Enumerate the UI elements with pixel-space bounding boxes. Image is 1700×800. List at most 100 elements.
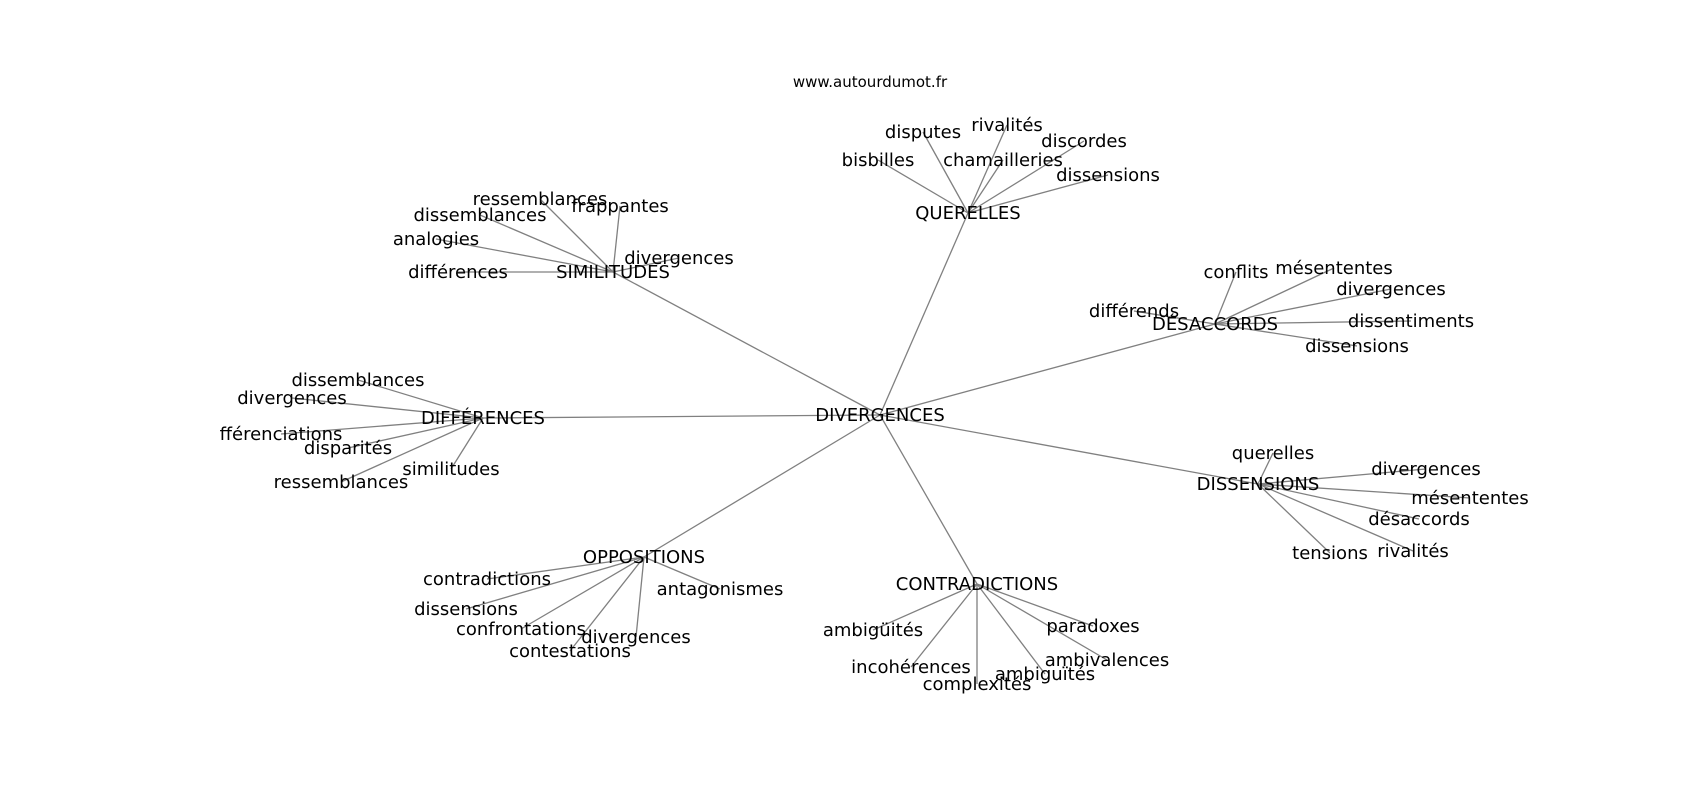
edge-hub-leaf	[465, 556, 645, 610]
edge-hub-leaf	[520, 556, 645, 630]
edge-hub-leaf	[450, 417, 484, 470]
edge-hub-leaf	[1257, 483, 1414, 552]
leaf-node: contestations	[509, 641, 631, 662]
edge-hub-leaf	[569, 556, 645, 652]
edge-center-hub	[879, 323, 1216, 416]
edge-hub-leaf	[486, 556, 645, 580]
hub-node: SIMILITUDES	[556, 262, 670, 283]
leaf-node: frappantes	[571, 196, 669, 217]
leaf-node: similitudes	[402, 459, 499, 480]
edge-center-hub	[482, 414, 881, 419]
leaf-node: complexités	[923, 674, 1032, 695]
edge-hub-leaf	[967, 174, 1109, 214]
leaf-node: rivalités	[971, 115, 1043, 136]
leaf-node: confrontations	[456, 619, 586, 640]
leaf-node: antagonismes	[657, 579, 784, 600]
edge-hub-leaf	[976, 583, 1046, 675]
edge-hub-leaf	[967, 159, 1004, 214]
leaf-node: ressemblances	[274, 472, 409, 493]
leaf-node: différences	[408, 262, 508, 283]
edge-hub-leaf	[1257, 483, 1420, 520]
leaf-node: discordes	[1041, 131, 1127, 152]
edge-hub-leaf	[910, 583, 978, 668]
edge-center-hub	[612, 271, 881, 416]
hub-node: CONTRADICTIONS	[896, 574, 1058, 595]
leaf-node: dissensions	[1305, 336, 1409, 357]
leaf-node: désaccords	[1368, 509, 1470, 530]
edge-hub-leaf	[435, 238, 614, 273]
leaf-node: tensions	[1292, 543, 1368, 564]
edge-hub-leaf	[612, 257, 680, 273]
leaf-node: divergences	[624, 248, 734, 269]
leaf-node: rivalités	[1377, 541, 1449, 562]
leaf-node: fférenciations	[220, 424, 343, 445]
edge-hub-leaf	[1214, 323, 1358, 347]
edge-hub-leaf	[967, 140, 1085, 214]
leaf-node: mésententes	[1275, 258, 1393, 279]
edge-hub-leaf	[643, 556, 721, 590]
hub-node: DÉSACCORDS	[1152, 313, 1278, 335]
leaf-node: ambigüités	[823, 620, 923, 641]
edge-hub-leaf	[1257, 452, 1274, 485]
edge-hub-leaf	[922, 131, 969, 214]
edge-hub-leaf	[967, 124, 1008, 214]
leaf-node: ambiguïtés	[995, 664, 1095, 685]
edge-hub-leaf	[976, 583, 1108, 661]
edge-hub-leaf	[872, 583, 978, 631]
edge-hub-leaf	[1214, 320, 1412, 325]
edge-hub-leaf	[1214, 271, 1237, 325]
edge-hub-leaf	[1257, 483, 1471, 499]
leaf-node: dissensions	[1056, 165, 1160, 186]
edge-hub-leaf	[347, 417, 484, 449]
site-label: www.autourdumot.fr	[793, 73, 948, 91]
edge-hub-leaf	[1214, 267, 1335, 325]
leaf-node: chamailleries	[943, 150, 1063, 171]
leaf-node: conflits	[1203, 262, 1268, 283]
edge-center-hub	[643, 414, 881, 558]
leaf-node: ambivalences	[1045, 650, 1170, 671]
leaf-node: dissemblances	[413, 205, 546, 226]
leaf-node: disparités	[304, 438, 392, 459]
leaf-node: divergences	[581, 627, 691, 648]
edge-hub-leaf	[479, 214, 614, 273]
edge-hub-leaf	[1133, 310, 1216, 325]
hub-node: OPPOSITIONS	[583, 547, 705, 568]
leaf-node: mésententes	[1411, 488, 1529, 509]
edge-layer	[280, 124, 1471, 684]
hub-node: DIFFÉRENCES	[421, 407, 545, 429]
edge-hub-leaf	[877, 159, 969, 214]
edge-hub-leaf	[357, 379, 484, 419]
leaf-node: divergences	[1371, 459, 1481, 480]
edge-hub-leaf	[1257, 468, 1427, 485]
edge-hub-leaf	[976, 583, 1094, 627]
edge-center-hub	[879, 414, 1259, 485]
edge-hub-leaf	[280, 417, 484, 435]
edge-hub-leaf	[539, 198, 614, 273]
leaf-node: dissemblances	[291, 370, 424, 391]
hub-node: DISSENSIONS	[1197, 474, 1320, 495]
leaf-node: différends	[1089, 301, 1179, 322]
edge-hub-leaf	[612, 205, 621, 273]
leaf-node: dissentiments	[1348, 311, 1474, 332]
leaf-node: paradoxes	[1046, 616, 1139, 637]
edge-hub-leaf	[340, 417, 484, 483]
edge-hub-leaf	[291, 397, 484, 419]
edge-hub-leaf	[1214, 288, 1392, 325]
leaf-node: divergences	[1336, 279, 1446, 300]
edge-hub-leaf	[1257, 483, 1331, 554]
leaf-node: contradictions	[423, 569, 551, 590]
edge-hub-leaf	[635, 556, 645, 638]
hub-node: QUERELLES	[915, 203, 1020, 224]
leaf-node: dissensions	[414, 599, 518, 620]
leaf-node: bisbilles	[842, 150, 915, 171]
edge-center-hub	[879, 414, 978, 585]
leaf-node: disputes	[885, 122, 961, 143]
leaf-node: querelles	[1232, 443, 1314, 464]
edge-center-hub	[879, 212, 969, 416]
center-node: DIVERGENCES	[815, 405, 945, 426]
leaf-node: analogies	[393, 229, 479, 250]
leaf-node: incohérences	[851, 657, 971, 678]
leaf-node: divergences	[237, 388, 347, 409]
